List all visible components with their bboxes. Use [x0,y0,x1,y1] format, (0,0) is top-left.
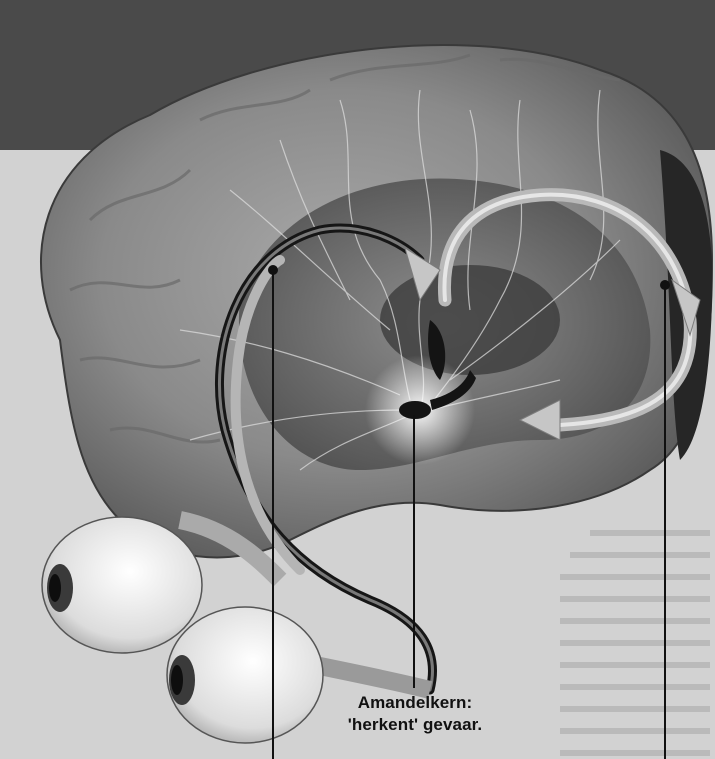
brain-illustration [41,45,712,557]
caption-line-1: Amandelkern: [300,692,530,714]
caption-line-2: 'herkent' gevaar. [300,714,530,736]
amygdala-caption: Amandelkern: 'herkent' gevaar. [300,692,530,736]
